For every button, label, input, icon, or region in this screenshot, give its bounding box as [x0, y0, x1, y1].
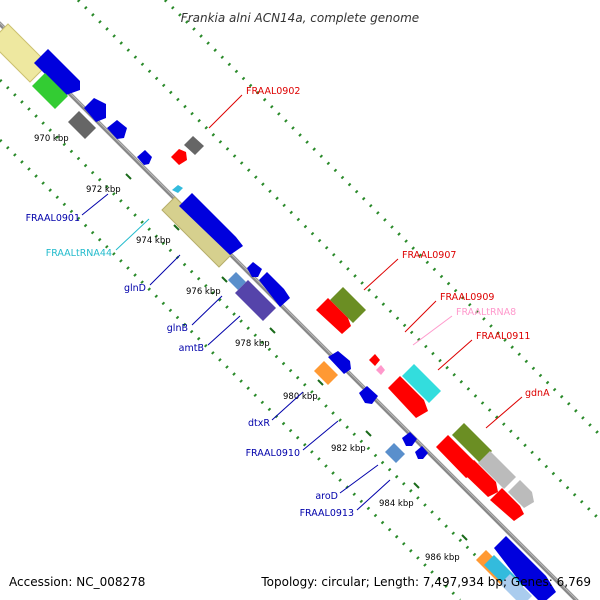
- gene-label-FRAAL0907: FRAAL0907: [402, 250, 456, 261]
- gene-feature: [359, 386, 378, 404]
- leader-aroD: [339, 464, 379, 494]
- gene-label-FRAALtRNA8: FRAALtRNA8: [456, 307, 516, 318]
- gene-feature: [452, 423, 492, 463]
- gene-feature: [369, 354, 380, 366]
- gene-feature: [179, 193, 243, 255]
- gene-feature: [84, 98, 106, 122]
- leader-FRAAL0907: [363, 258, 399, 291]
- tick-label-970: 970 kbp: [34, 134, 69, 144]
- gene-label-FRAAL0913: FRAAL0913: [300, 508, 354, 519]
- map-title: Frankia alni ACN14a, complete genome: [181, 11, 419, 25]
- gene-feature: [34, 49, 80, 95]
- leader-FRAAL0902: [208, 94, 243, 129]
- leader-FRAAL0909: [404, 300, 437, 333]
- gene-label-FRAAL0901: FRAAL0901: [26, 213, 80, 224]
- gene-feature: [184, 136, 204, 155]
- gene-feature: [500, 574, 532, 600]
- gene-label-FRAAL0909: FRAAL0909: [440, 292, 494, 303]
- leader-FRAALtRNA8: [412, 315, 453, 346]
- leader-FRAAL0901: [81, 193, 109, 216]
- gene-feature: [259, 272, 290, 307]
- gene-feature: [385, 443, 405, 463]
- gene-feature: [328, 351, 351, 374]
- gene-feature: [415, 446, 428, 459]
- gene-feature: [314, 361, 338, 385]
- tick-label-982: 982 kbp: [331, 444, 366, 454]
- gene-feature: [172, 185, 183, 193]
- gene-feature: [247, 262, 262, 277]
- gene-label-amtB: amtB: [179, 343, 204, 354]
- tick-label-980: 980 kbp: [283, 392, 318, 402]
- gene-label-FRAAL0910: FRAAL0910: [246, 448, 300, 459]
- gene-feature: [388, 376, 428, 418]
- gene-label-dtxR: dtxR: [248, 418, 270, 429]
- gene-feature: [235, 280, 276, 321]
- footer-accession: Accession: NC_008278: [9, 575, 145, 589]
- gene-label-gdnA: gdnA: [525, 388, 550, 399]
- tick-label-978: 978 kbp: [235, 339, 270, 349]
- tick-label-986: 986 kbp: [425, 553, 460, 563]
- gene-feature: [402, 432, 417, 446]
- leader-glnD: [149, 254, 181, 286]
- footer-stats: Topology: circular; Length: 7,497,934 bp…: [260, 575, 591, 589]
- tick-label-984: 984 kbp: [379, 499, 414, 509]
- gene-feature: [316, 298, 351, 334]
- gene-feature: [107, 120, 127, 139]
- gene-feature: [508, 480, 534, 508]
- leader-FRAAL0910: [302, 420, 339, 451]
- leader-glnB: [191, 295, 223, 326]
- gene-feature: [478, 451, 516, 489]
- gene-feature: [137, 150, 152, 165]
- gene-feature: [402, 364, 441, 403]
- gene-feature: [490, 488, 524, 521]
- gene-feature: [161, 196, 233, 268]
- gene-label-glnB: glnB: [167, 323, 188, 334]
- leader-FRAAL0913: [356, 479, 391, 511]
- gene-feature: [462, 460, 498, 497]
- leader-gdnA: [485, 396, 523, 429]
- gene-label-aroD: aroD: [315, 491, 338, 502]
- tick-marks: [82, 126, 468, 541]
- leader-dtxR: [271, 391, 304, 421]
- leader-amtB: [207, 315, 241, 346]
- gene-label-FRAALtRNA44: FRAALtRNA44: [46, 248, 112, 259]
- leader-FRAALtRNA44: [115, 218, 150, 251]
- gene-label-FRAAL0911: FRAAL0911: [476, 331, 530, 342]
- tick-label-972: 972 kbp: [86, 185, 121, 195]
- gene-label-glnD: glnD: [124, 283, 146, 294]
- leader-FRAAL0911: [437, 339, 473, 371]
- tick-label-976: 976 kbp: [186, 287, 221, 297]
- gene-feature: [68, 111, 96, 139]
- gene-feature: [376, 365, 385, 375]
- tick-label-974: 974 kbp: [136, 236, 171, 246]
- guide-line-outer-1: [76, 0, 600, 522]
- leader-lines: [81, 94, 523, 511]
- guide-line-inner-2: [0, 138, 462, 600]
- gene-feature: [330, 287, 366, 323]
- gene-feature: [494, 536, 556, 600]
- gene-label-FRAAL0902: FRAAL0902: [246, 86, 300, 97]
- gene-feature: [0, 23, 49, 83]
- gene-feature: [228, 272, 246, 290]
- gene-feature: [171, 149, 187, 165]
- gene-feature: [32, 73, 68, 109]
